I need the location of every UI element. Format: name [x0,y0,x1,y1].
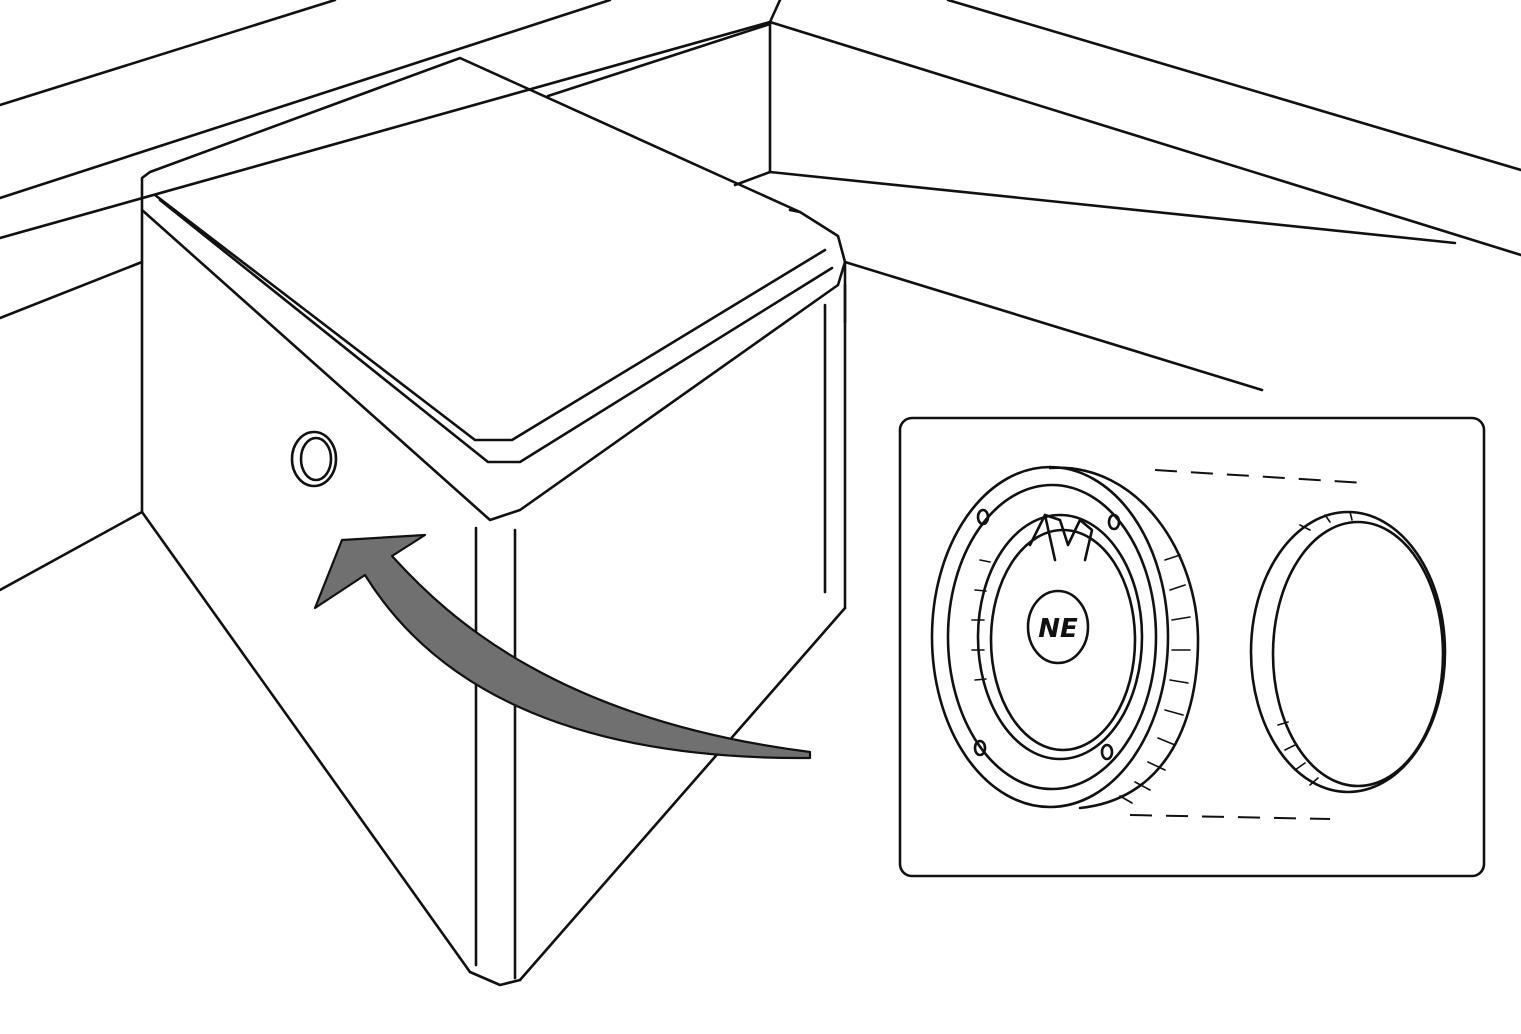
curved-arrow-icon [313,533,812,760]
mounting-ring: NE [930,465,1200,810]
room-walls [0,0,1521,592]
guide-dash-top [1154,469,1366,484]
guide-dash-bottom [1129,814,1331,820]
cover-cap [1249,510,1447,794]
cabinet-box [140,56,847,987]
logo-mark: NE [1038,614,1078,644]
detail-inset-panel: NE [898,416,1486,878]
